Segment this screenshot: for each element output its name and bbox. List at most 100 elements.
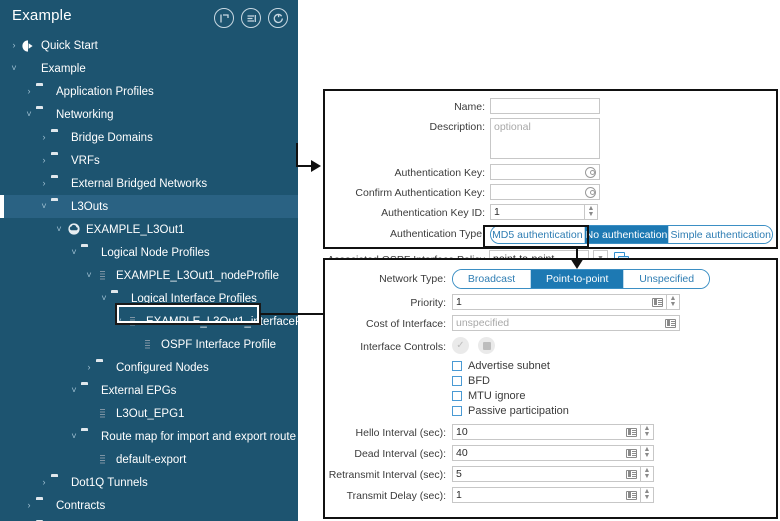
- tree-item[interactable]: ›Application Profiles: [0, 80, 298, 103]
- tree-item[interactable]: ˅Logical Interface Profiles: [0, 287, 298, 310]
- field-stepper[interactable]: ▲▼: [641, 487, 654, 503]
- tree-chevron-icon[interactable]: ›: [42, 477, 46, 487]
- form-row: Priority:1▲▼: [325, 294, 776, 310]
- tree-item-label: Example: [41, 62, 86, 75]
- tenant-grid-icon: [21, 62, 36, 75]
- authentication-key-id-input[interactable]: 1: [490, 204, 585, 220]
- document-icon: [96, 269, 111, 282]
- field-stepper[interactable]: ▲▼: [641, 424, 654, 440]
- list-view-icon[interactable]: [241, 8, 261, 28]
- field-input[interactable]: 40: [452, 445, 641, 461]
- tree-item[interactable]: ˅Logical Node Profiles: [0, 241, 298, 264]
- tree-item[interactable]: ˅External EPGs: [0, 379, 298, 402]
- square-toggle-icon[interactable]: [478, 337, 495, 354]
- tree-chevron-icon[interactable]: ˅: [26, 109, 32, 119]
- segment-option[interactable]: Point-to-point: [530, 270, 625, 288]
- form-row: Hello Interval (sec):10▲▼: [325, 424, 776, 440]
- checkbox-icon[interactable]: [452, 375, 462, 386]
- confirm-authentication-key-input[interactable]: [490, 184, 600, 200]
- description-textarea[interactable]: optional: [490, 118, 600, 159]
- picker-icon[interactable]: [652, 297, 663, 307]
- tree-item[interactable]: ˅L3Outs: [0, 195, 298, 218]
- collapse-panel-icon[interactable]: [214, 8, 234, 28]
- segment-option[interactable]: Unspecified: [624, 270, 709, 288]
- segment-option[interactable]: MD5 authentication: [491, 226, 584, 243]
- tree-chevron-icon[interactable]: ›: [87, 362, 91, 372]
- segment-option[interactable]: No authentication: [583, 226, 670, 243]
- field-input[interactable]: 5: [452, 466, 641, 482]
- checkbox-icon[interactable]: [452, 390, 462, 401]
- tree-item-label: External Bridged Networks: [71, 177, 208, 190]
- key-reveal-icon[interactable]: [585, 166, 596, 178]
- segment-option[interactable]: Broadcast: [453, 270, 531, 288]
- tree-chevron-icon[interactable]: ˅: [101, 293, 107, 303]
- tree-item[interactable]: ˅ Example: [0, 57, 298, 80]
- checkbox-row[interactable]: MTU ignore: [452, 388, 776, 403]
- tree-item[interactable]: L3Out_EPG1: [0, 402, 298, 425]
- tree-chevron-icon[interactable]: ˅: [86, 270, 92, 280]
- field-input[interactable]: 1: [452, 487, 641, 503]
- field-input[interactable]: 1: [452, 294, 667, 310]
- refresh-icon[interactable]: [268, 8, 288, 28]
- checkbox-row[interactable]: Passive participation: [452, 403, 776, 418]
- field-input[interactable]: unspecified: [452, 315, 680, 331]
- authentication-key-input[interactable]: [490, 164, 600, 180]
- key-reveal-icon[interactable]: [585, 186, 596, 198]
- tree-item[interactable]: OSPF Interface Profile: [0, 333, 298, 356]
- tree-item[interactable]: ›Configured Nodes: [0, 356, 298, 379]
- field-stepper[interactable]: ▲▼: [667, 294, 680, 310]
- field-value: 10: [456, 426, 468, 438]
- field-stepper[interactable]: ▲▼: [641, 466, 654, 482]
- form-row: Dead Interval (sec):40▲▼: [325, 445, 776, 461]
- tree-chevron-icon[interactable]: ›: [27, 500, 31, 510]
- check-toggle-icon[interactable]: ✓: [452, 337, 469, 354]
- tree-chevron-icon[interactable]: ˅: [11, 63, 17, 73]
- tree-item-label: Quick Start: [41, 39, 98, 52]
- tree-item[interactable]: ˅Route map for import and export route c…: [0, 425, 298, 448]
- tree-item[interactable]: ›Bridge Domains: [0, 126, 298, 149]
- field-value: 5: [456, 468, 462, 480]
- tree-chevron-icon[interactable]: ›: [42, 155, 46, 165]
- tree-item[interactable]: ›Policies: [0, 517, 298, 521]
- tree-chevron-icon[interactable]: ›: [42, 132, 46, 142]
- picker-icon[interactable]: [626, 448, 637, 458]
- tree-chevron-icon[interactable]: ˅: [56, 224, 62, 234]
- tree-chevron-icon[interactable]: ›: [27, 86, 31, 96]
- tree-chevron-icon[interactable]: ˅: [71, 385, 77, 395]
- picker-icon[interactable]: [626, 490, 637, 500]
- checkbox-row[interactable]: BFD: [452, 373, 776, 388]
- tree-item[interactable]: ›Contracts: [0, 494, 298, 517]
- field-stepper[interactable]: ▲▼: [641, 445, 654, 461]
- tree-item-label: VRFs: [71, 154, 100, 167]
- checkbox-icon[interactable]: [452, 405, 462, 416]
- tree-chevron-icon[interactable]: ˅: [71, 431, 77, 441]
- name-input[interactable]: [490, 98, 600, 114]
- field-input[interactable]: 10: [452, 424, 641, 440]
- tree-chevron-icon[interactable]: ›: [12, 40, 16, 50]
- tree-item[interactable]: ˅EXAMPLE_L3Out1: [0, 218, 298, 241]
- tree-item[interactable]: › External Bridged Networks: [0, 172, 298, 195]
- tree-item[interactable]: ˅Networking: [0, 103, 298, 126]
- tree-item[interactable]: › Quick Start: [0, 34, 298, 57]
- callout-line-h2: [260, 313, 323, 315]
- tree-chevron-icon[interactable]: ›: [42, 178, 46, 188]
- tree-chevron-icon[interactable]: ˅: [116, 316, 122, 326]
- authentication-key-id-stepper[interactable]: ▲▼: [585, 204, 598, 220]
- tree-item[interactable]: ˅EXAMPLE_L3Out1_nodeProfile: [0, 264, 298, 287]
- tree-chevron-icon[interactable]: ˅: [71, 247, 77, 257]
- tree-chevron-icon[interactable]: ˅: [41, 201, 47, 211]
- picker-icon[interactable]: [665, 318, 676, 328]
- cloud-icon: [66, 223, 81, 236]
- checkbox-icon[interactable]: [452, 360, 462, 371]
- authentication-type-label: Authentication Type:: [390, 228, 485, 240]
- picker-icon[interactable]: [626, 469, 637, 479]
- tree-item[interactable]: ›Dot1Q Tunnels: [0, 471, 298, 494]
- segment-option[interactable]: Simple authentication: [669, 226, 772, 243]
- picker-icon[interactable]: [626, 427, 637, 437]
- tree-item[interactable]: default-export: [0, 448, 298, 471]
- tree-item[interactable]: › VRFs: [0, 149, 298, 172]
- checkbox-row[interactable]: Advertise subnet: [452, 358, 776, 373]
